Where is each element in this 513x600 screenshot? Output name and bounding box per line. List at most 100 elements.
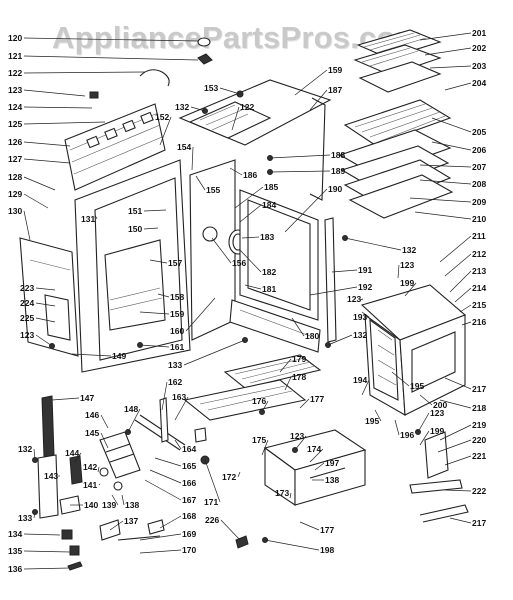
callout-label-c184: 184 <box>262 200 276 210</box>
leader-line-c155 <box>195 175 206 191</box>
leader-line-c142 <box>97 466 100 473</box>
callout-label-c120: 120 <box>8 33 22 43</box>
callout-label-c194: 194 <box>353 375 367 385</box>
leader-line-c123c <box>359 298 364 301</box>
leader-line-c132c <box>327 334 353 346</box>
leader-line-c132b <box>344 237 402 251</box>
callout-label-c159: 159 <box>170 309 184 319</box>
leader-line-c190 <box>284 188 328 233</box>
leader-line-c179 <box>279 358 292 373</box>
leader-line-c159 <box>139 311 170 315</box>
leader-line-c171 <box>204 459 221 503</box>
callout-label-c133a: 133 <box>168 360 182 370</box>
leader-line-c168 <box>159 515 182 529</box>
callout-label-c199a: 199 <box>400 278 414 288</box>
callout-label-c221: 221 <box>472 451 486 461</box>
leader-line-c162 <box>161 381 168 411</box>
callout-label-c192: 192 <box>358 282 372 292</box>
leader-line-c193 <box>361 311 370 318</box>
callout-label-c201: 201 <box>472 28 486 38</box>
leader-line-c192 <box>309 286 358 296</box>
callout-label-c181: 181 <box>262 284 276 294</box>
leader-line-c217b <box>449 517 472 524</box>
callout-label-c166: 166 <box>182 478 196 488</box>
leader-line-c177b <box>299 521 320 531</box>
leader-line-c134 <box>23 533 61 536</box>
callout-label-c177a: 177 <box>310 394 324 404</box>
callout-label-c157: 157 <box>168 258 182 268</box>
leader-line-c214 <box>454 287 472 303</box>
leader-line-c163 <box>174 396 189 421</box>
leader-line-c144 <box>74 452 82 463</box>
callout-label-c200: 200 <box>433 400 447 410</box>
callout-label-c220: 220 <box>472 435 486 445</box>
leader-line-c220 <box>437 439 472 453</box>
callout-label-c149: 149 <box>112 351 126 361</box>
part-gear-156 <box>202 226 218 242</box>
leader-line-c215 <box>459 304 472 313</box>
callout-label-c138: 138 <box>125 500 139 510</box>
callout-label-c150: 150 <box>128 224 142 234</box>
leader-line-c127 <box>23 158 71 164</box>
callout-label-c198: 198 <box>320 545 334 555</box>
callout-label-c152: 152 <box>155 112 169 122</box>
callout-label-c160: 160 <box>170 326 184 336</box>
callout-label-c222: 222 <box>472 486 486 496</box>
leader-line-c202 <box>424 47 472 56</box>
leader-line-c173 <box>289 492 292 499</box>
callout-label-c169: 169 <box>182 529 196 539</box>
callout-label-c123f: 123 <box>290 431 304 441</box>
leader-line-c189 <box>269 170 331 173</box>
callout-label-c126: 126 <box>8 137 22 147</box>
leader-line-c201 <box>419 32 472 41</box>
callout-label-c165: 165 <box>182 461 196 471</box>
callout-label-c188: 188 <box>331 150 345 160</box>
leader-line-c136 <box>23 567 71 570</box>
leader-line-c146 <box>100 414 109 429</box>
leader-line-c123d <box>397 264 400 279</box>
callout-label-c177b: 177 <box>320 525 334 535</box>
leader-line-c147 <box>51 397 80 401</box>
leader-line-c206 <box>431 141 472 151</box>
callout-label-c209: 209 <box>472 197 486 207</box>
leader-line-c167 <box>144 479 182 501</box>
leader-line-c181 <box>244 284 262 290</box>
callout-label-c178: 178 <box>292 372 306 382</box>
leader-line-c222 <box>444 489 472 492</box>
leader-line-c188 <box>269 154 331 159</box>
callout-label-c171: 171 <box>204 497 218 507</box>
callout-label-c208: 208 <box>472 179 486 189</box>
leader-line-c218 <box>439 399 472 409</box>
callout-label-c143: 143 <box>44 471 58 481</box>
callout-label-c136: 136 <box>8 564 22 574</box>
callout-label-c223: 223 <box>20 283 34 293</box>
part-wire-122 <box>139 69 170 87</box>
callout-label-c163: 163 <box>172 392 186 402</box>
callout-label-c217b: 217 <box>472 518 486 528</box>
leader-line-c185 <box>234 186 264 209</box>
leader-line-c176 <box>261 400 269 413</box>
callout-label-c175: 175 <box>252 435 266 445</box>
callout-label-c191: 191 <box>358 265 372 275</box>
part-fitting-134 <box>61 529 73 540</box>
callout-label-c182: 182 <box>262 267 276 277</box>
leader-line-c221 <box>444 455 472 466</box>
callout-label-c224: 224 <box>20 298 34 308</box>
callout-label-c132a: 132 <box>175 102 189 112</box>
part-rod-169 <box>117 535 161 541</box>
leader-line-c175 <box>261 439 269 456</box>
leader-line-c159b <box>294 69 328 96</box>
leader-line-c196 <box>394 419 400 436</box>
part-storage-drawer <box>263 429 367 507</box>
callout-label-c154: 154 <box>177 142 191 152</box>
leader-line-c120 <box>23 37 199 42</box>
leader-line-c158 <box>157 293 170 298</box>
leader-line-c226 <box>220 519 241 541</box>
leader-line-c132d <box>33 448 36 461</box>
leader-line-c213 <box>449 270 472 293</box>
part-switch-124 <box>89 91 99 99</box>
callout-label-c203: 203 <box>472 61 486 71</box>
callout-label-c123e: 123 <box>430 408 444 418</box>
callout-label-c215: 215 <box>472 300 486 310</box>
callout-label-c196: 196 <box>400 430 414 440</box>
